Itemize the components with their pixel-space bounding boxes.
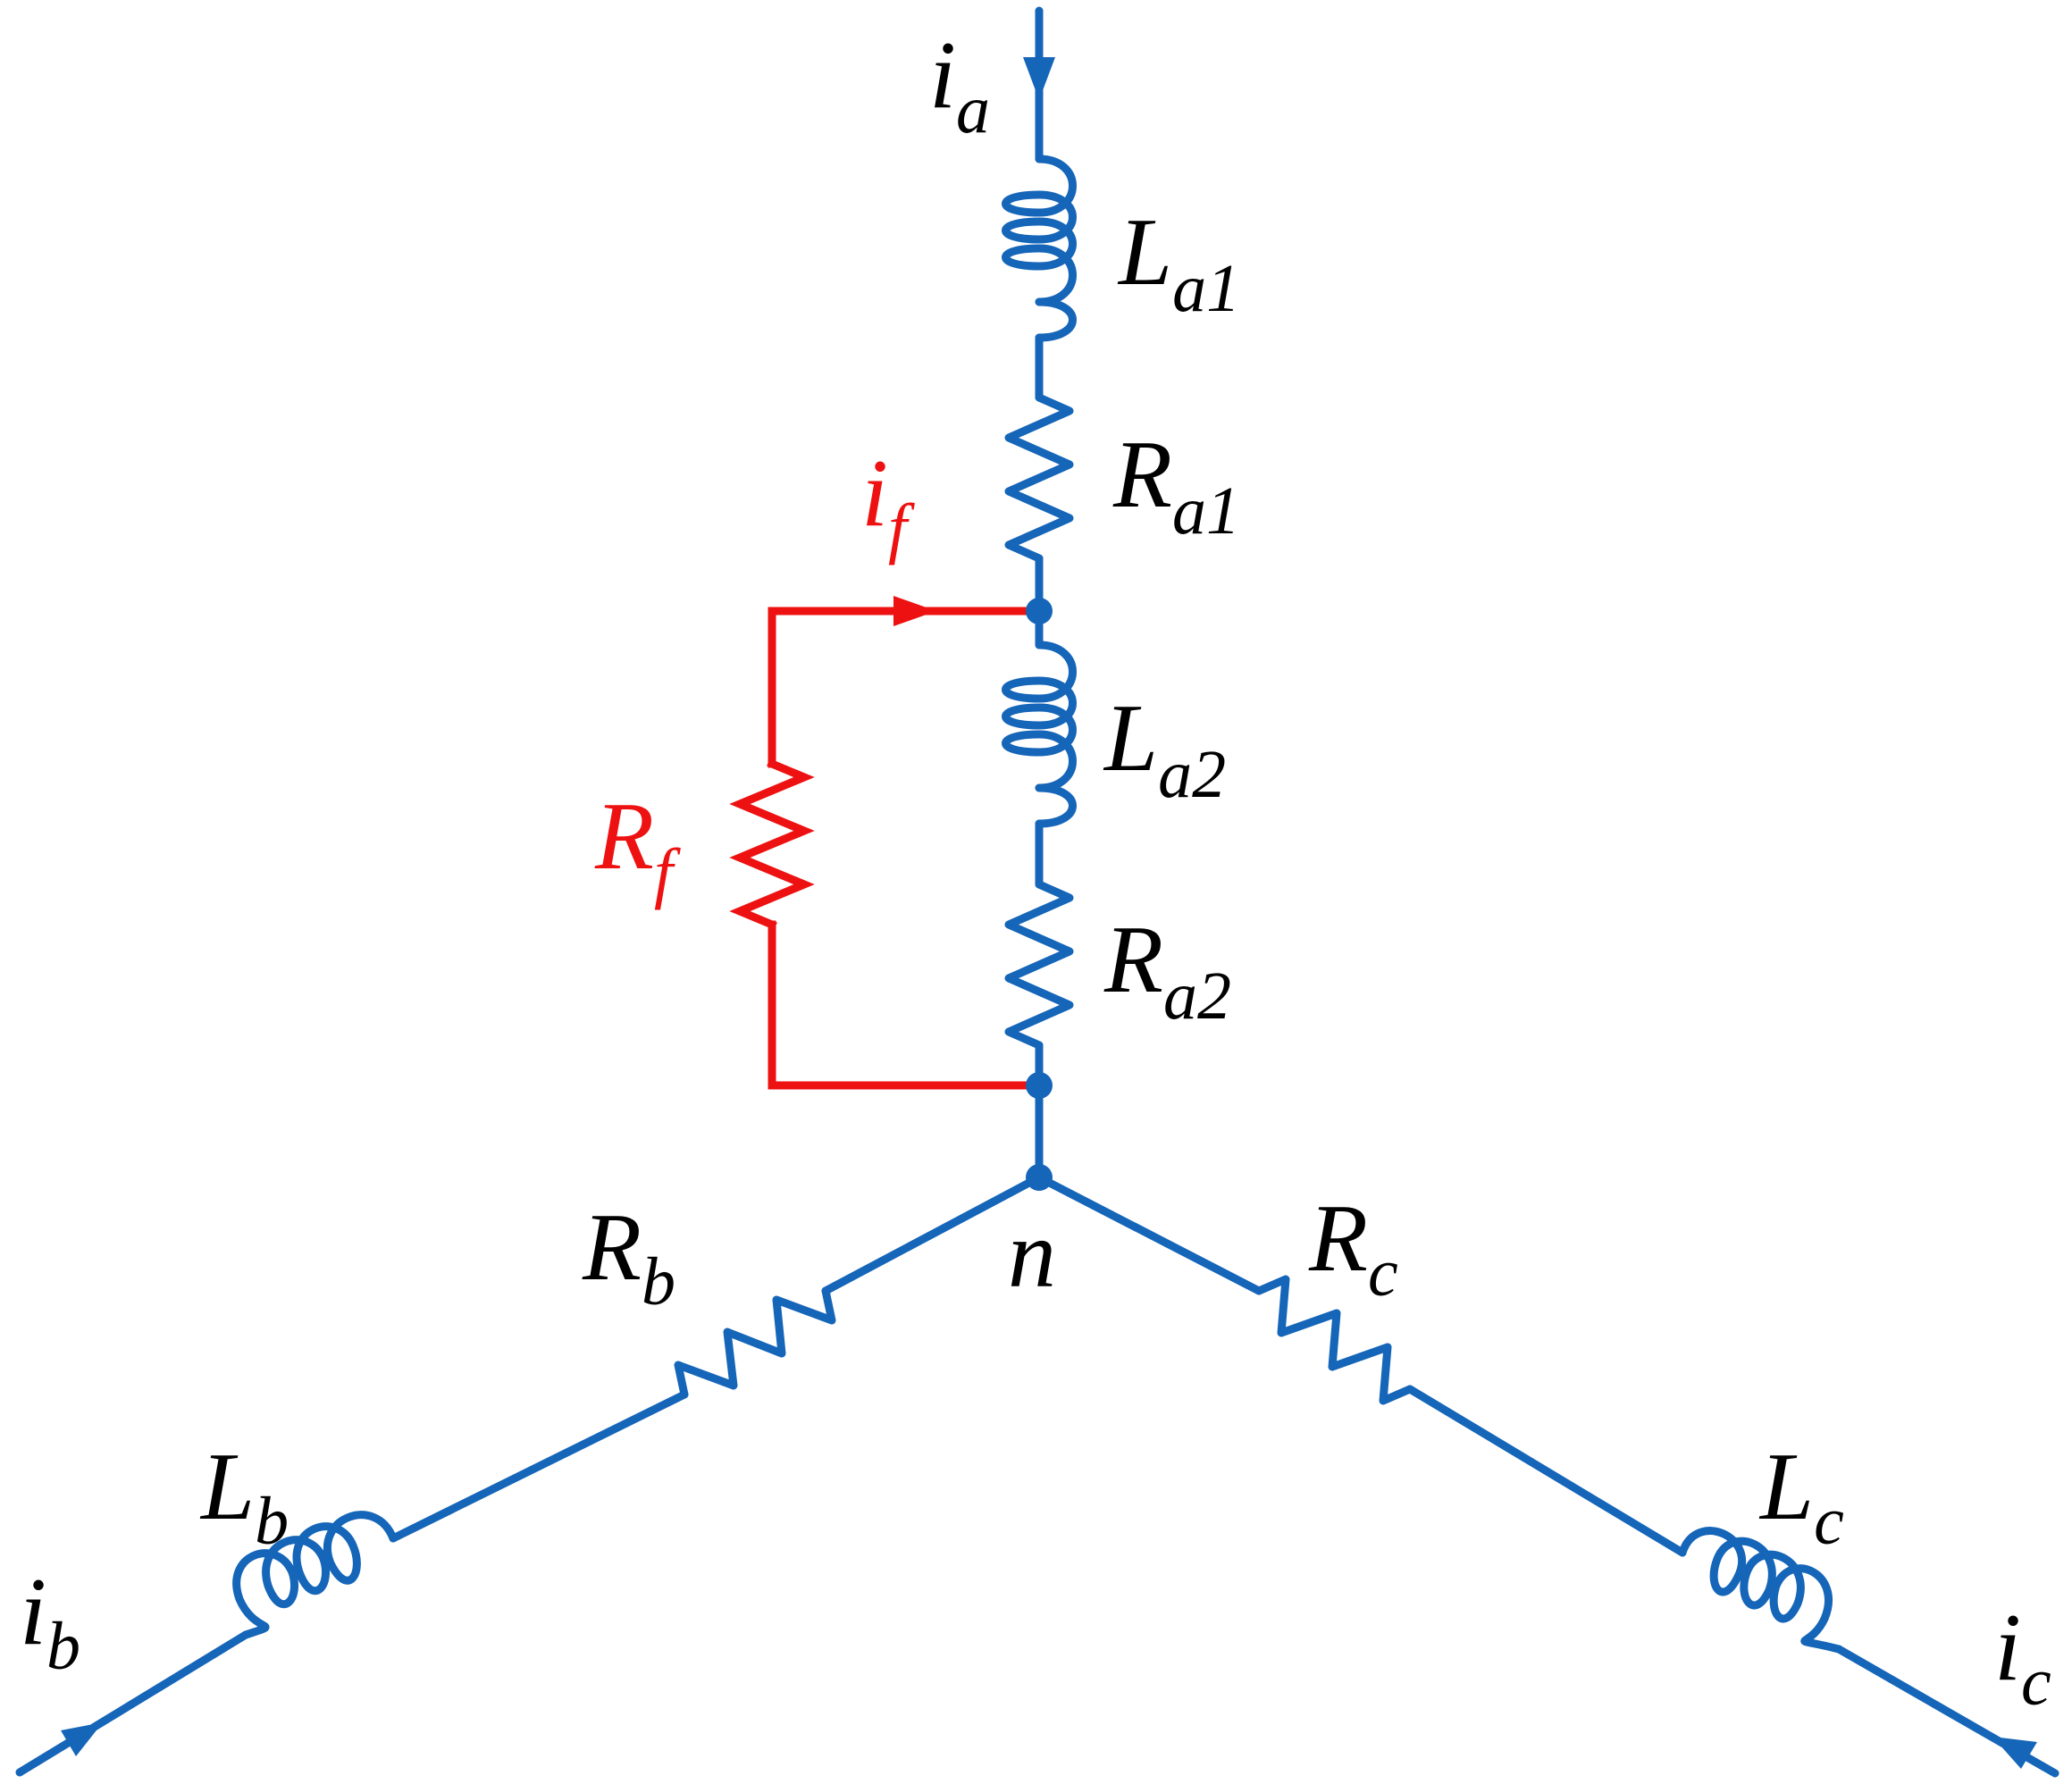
phase-c-leg <box>1035 1173 2059 1778</box>
ia-arrow-icon <box>1023 57 1055 100</box>
label-neutral: n <box>1008 1202 1056 1308</box>
labels: ia La1 Ra1 La2 Ra2 n Rb Lb ib <box>20 22 2051 1720</box>
node-fault-top <box>1026 598 1053 624</box>
label-rc: Rc <box>1308 1185 1398 1311</box>
wire-neutral-rb <box>821 1173 1044 1295</box>
resistor-ra1 <box>1004 393 1074 563</box>
fault-wire-bottom <box>768 920 1044 1090</box>
label-la2: La2 <box>1103 685 1226 812</box>
inductor-lb <box>232 1511 398 1639</box>
fault-wire-top <box>768 607 1044 768</box>
resistor-rb <box>674 1286 836 1399</box>
phase-b-input-wire <box>15 1630 250 1777</box>
inductor-la2 <box>1002 641 1077 792</box>
ic-arrow-icon <box>1992 1737 2037 1769</box>
junction-nodes <box>1026 598 1053 1191</box>
label-ra2: Ra2 <box>1103 907 1231 1034</box>
fault-branch <box>729 596 1044 1090</box>
resistor-rf <box>729 758 815 930</box>
label-ib: ib <box>20 1559 80 1684</box>
inductor-la1 <box>1002 155 1077 306</box>
label-lc: Lc <box>1758 1434 1844 1559</box>
label-lb: Lb <box>199 1434 289 1559</box>
label-rb: Rb <box>582 1194 675 1319</box>
wire-rb-lb <box>389 1390 689 1543</box>
ib-arrow-icon <box>61 1722 103 1756</box>
node-neutral <box>1026 1164 1053 1191</box>
wire-rc-lc <box>1405 1385 1687 1557</box>
resistor-ra2 <box>1004 880 1074 1050</box>
wire-neutral-rc <box>1035 1173 1263 1295</box>
if-arrow-icon <box>893 596 936 626</box>
node-fault-bottom <box>1026 1072 1053 1099</box>
label-ia: ia <box>929 22 990 147</box>
label-ic: ic <box>1994 1595 2051 1720</box>
label-ra1: Ra1 <box>1112 422 1240 549</box>
fault-labels: if Rf <box>594 440 915 910</box>
inductor-lc <box>1678 1527 1843 1654</box>
label-rf: Rf <box>594 783 681 910</box>
label-la1: La1 <box>1117 199 1240 326</box>
phase-b-leg <box>15 1173 1044 1777</box>
phase-a-leg <box>1002 6 1077 1182</box>
label-if: if <box>861 440 915 565</box>
resistor-rc <box>1254 1275 1414 1405</box>
